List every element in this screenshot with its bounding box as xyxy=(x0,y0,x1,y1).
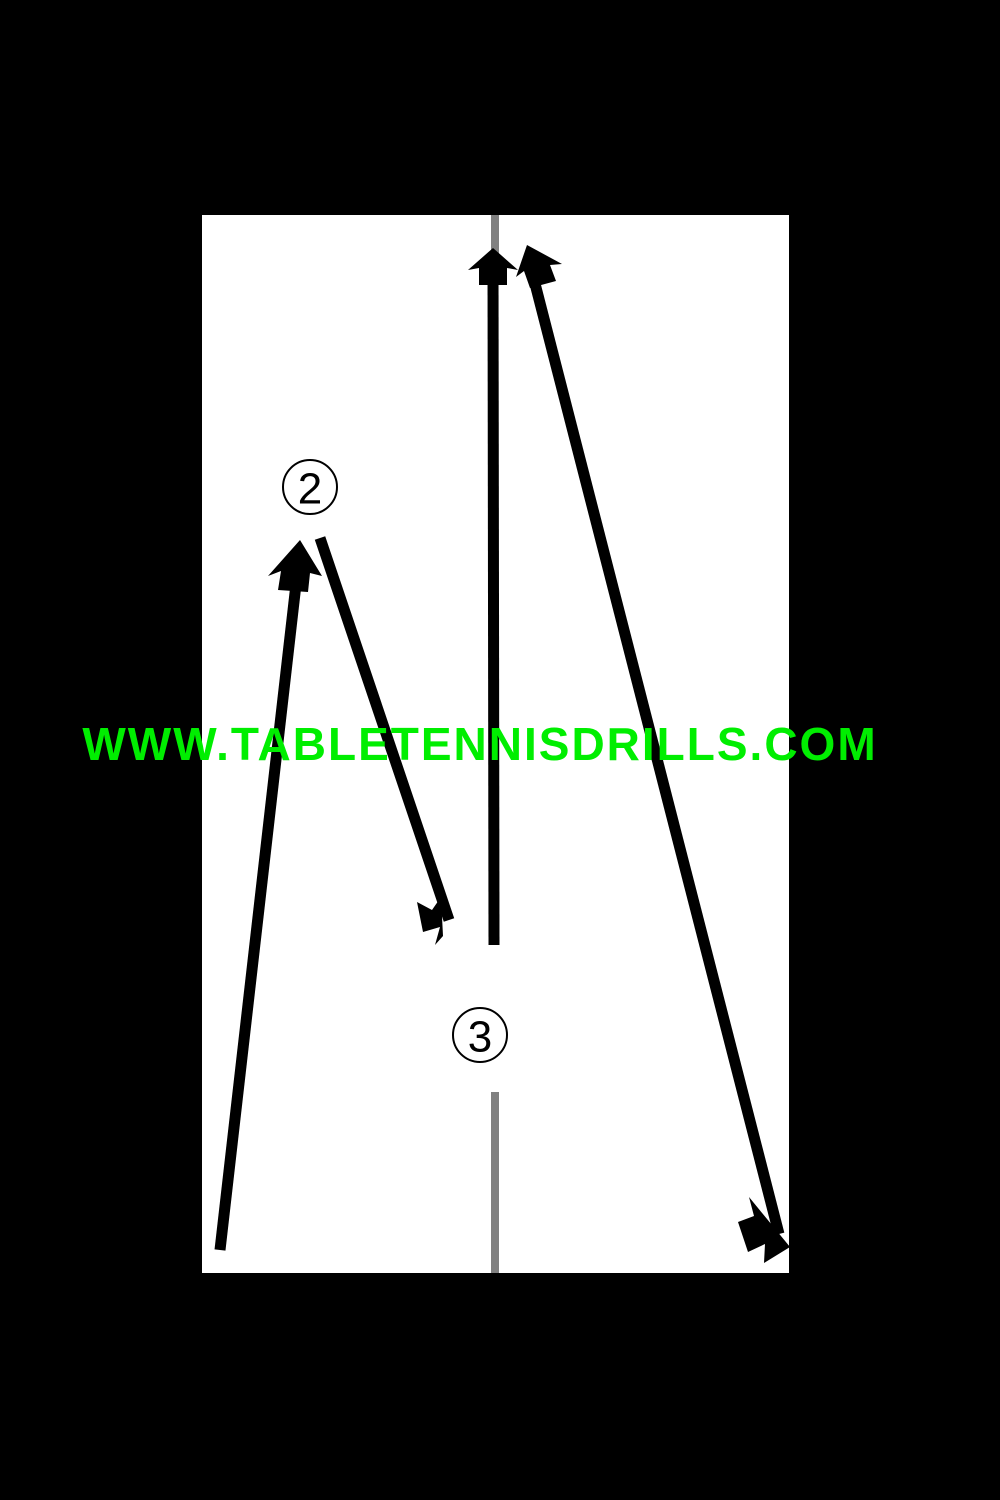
shot-line-long-diagonal xyxy=(525,266,785,1236)
arrowhead-vertical-up xyxy=(468,248,518,285)
shot-arrow-long-diagonal xyxy=(516,245,790,1263)
watermark-text: WWW.TABLETENNISDRILLS.COM xyxy=(82,718,877,770)
shot-arrow-diagonal-mid xyxy=(314,536,455,945)
arrowhead-left-up xyxy=(268,540,322,592)
marker-circle-3[interactable]: 3 xyxy=(452,1007,508,1063)
marker-2-circle xyxy=(282,459,338,515)
marker-3-label: 3 xyxy=(468,1013,492,1062)
shot-line-vertical-up xyxy=(487,261,500,946)
arrowhead-mid-court xyxy=(417,897,443,945)
marker-3-circle xyxy=(452,1007,508,1063)
shot-line-diagonal-mid xyxy=(314,536,455,922)
shot-line-left-up xyxy=(214,557,305,1251)
arrowhead-far-center xyxy=(516,245,562,288)
shot-arrow-vertical-up xyxy=(468,248,518,946)
shot-arrow-left-up xyxy=(214,540,322,1251)
marker-circle-2[interactable]: 2 xyxy=(282,459,338,515)
marker-2-label: 2 xyxy=(298,465,322,514)
arrowhead-near-right-corner xyxy=(738,1197,790,1263)
